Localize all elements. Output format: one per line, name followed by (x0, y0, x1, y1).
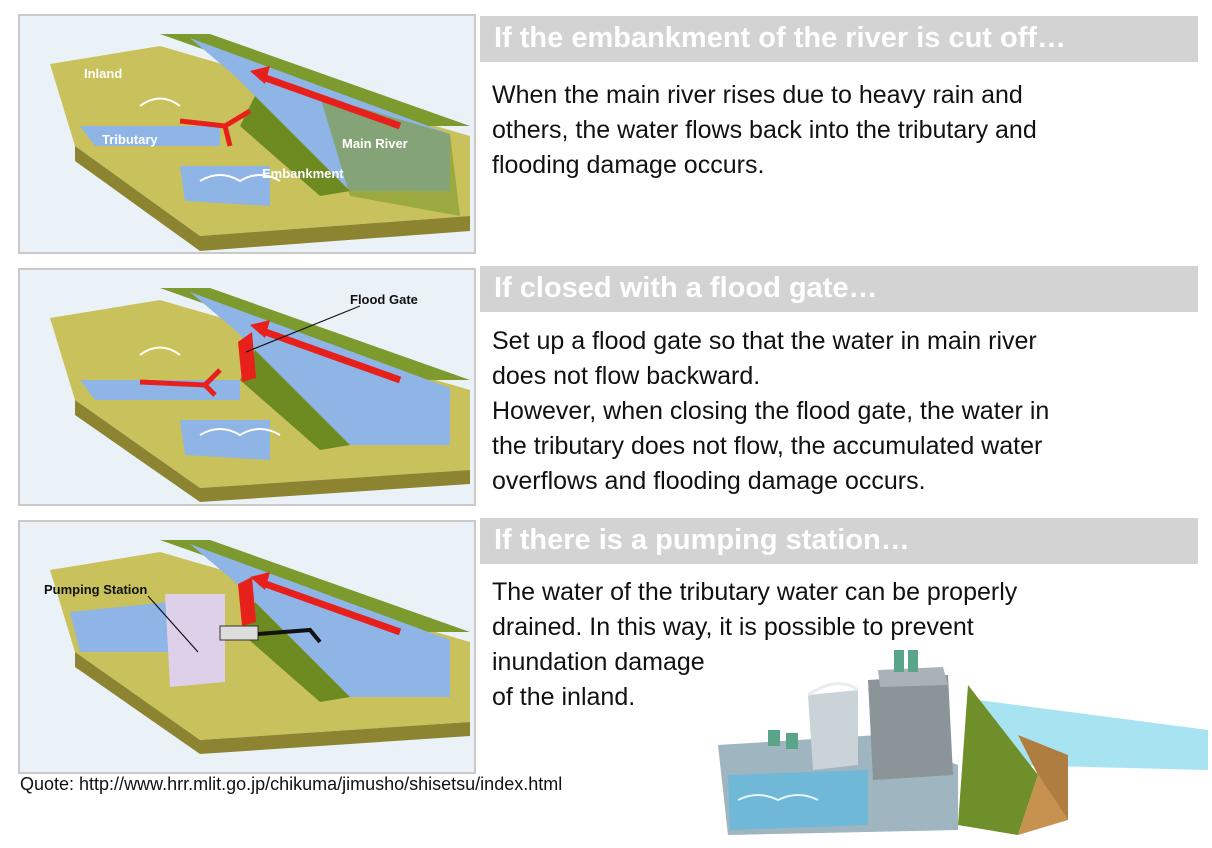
source-quote: Quote: http://www.hrr.mlit.go.jp/chikuma… (20, 774, 563, 794)
label-flood-gate: Flood Gate (350, 292, 418, 307)
label-tributary: Tributary (102, 132, 158, 147)
section-1-line: When the main river rises due to heavy r… (492, 81, 1023, 109)
pumping-station-cutaway-illustration (718, 650, 1208, 835)
pumping-station-illustration: Pumping Station (44, 540, 470, 754)
section-2-line: the tributary does not flow, the accumul… (492, 432, 1043, 460)
section-1-line: flooding damage occurs. (492, 151, 765, 179)
section-1-heading-band: If the embankment of the river is cut of… (480, 16, 1198, 62)
section-2-line: overflows and flooding damage occurs. (492, 467, 926, 495)
diagram-embankment-cut: Inland Tributary Main River Embankment (18, 14, 476, 254)
label-main-river: Main River (342, 136, 408, 151)
section-2-heading-band: If closed with a flood gate… (480, 266, 1198, 312)
section-2-heading: If closed with a flood gate… (494, 272, 878, 304)
section-1-line: others, the water flows back into the tr… (492, 116, 1037, 144)
diagram-pumping-station: Pumping Station (18, 520, 476, 774)
section-3-line: of the inland. (492, 683, 636, 711)
section-2-line: However, when closing the flood gate, th… (492, 397, 1050, 425)
section-1-text: When the main river rises due to heavy r… (492, 78, 1037, 183)
flood-gate-illustration: Flood Gate (50, 288, 470, 502)
section-2-line: does not flow backward. (492, 362, 761, 390)
label-embankment: Embankment (262, 166, 344, 181)
embankment-cut-illustration: Inland Tributary Main River Embankment (50, 34, 470, 251)
label-inland: Inland (84, 66, 122, 81)
label-pumping-station: Pumping Station (44, 582, 147, 597)
section-3-line: The water of the tributary water can be … (492, 578, 1018, 606)
section-3-text: The water of the tributary water can be … (492, 575, 1017, 715)
section-1-heading: If the embankment of the river is cut of… (494, 22, 1067, 54)
diagram-flood-gate: Flood Gate (18, 268, 476, 506)
section-3-heading: If there is a pumping station… (494, 524, 910, 556)
section-3-line: drained. In this way, it is possible to … (492, 613, 974, 641)
section-3-heading-band: If there is a pumping station… (480, 518, 1198, 564)
section-2-line: Set up a flood gate so that the water in… (492, 327, 1037, 355)
section-3-line: inundation damage (492, 648, 705, 676)
section-2-text: Set up a flood gate so that the water in… (492, 324, 1049, 499)
